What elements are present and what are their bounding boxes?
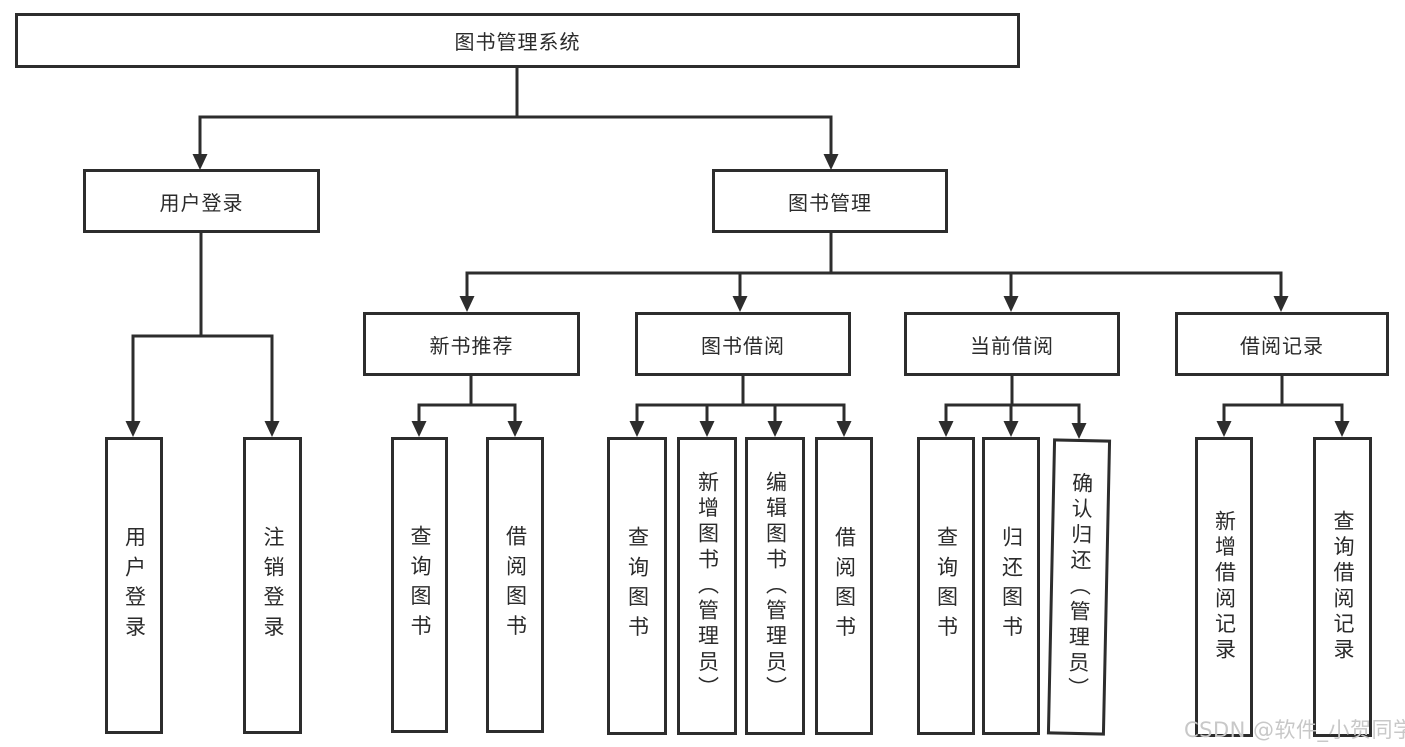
leaf-current-query-books: 查询图书 (917, 437, 975, 735)
node-current-borrow: 当前借阅 (904, 312, 1120, 376)
wire-new-book-recommend (417, 375, 517, 422)
wire-borrow-records (1222, 375, 1344, 422)
arrowhead (823, 154, 839, 170)
arrowhead (125, 421, 141, 437)
arrowhead (192, 154, 208, 170)
arrowhead (1334, 421, 1350, 437)
leaf-recommend-query-books: 查询图书 (391, 437, 448, 733)
arrowhead (836, 421, 852, 437)
leaf-current-return-books: 归还图书 (982, 437, 1040, 735)
arrowhead (507, 421, 523, 437)
leaf-record-add-borrow-record: 新增借阅记录 (1195, 437, 1253, 737)
csdn-watermark: CSDN @软件_小贺同学 (1184, 718, 1405, 742)
connector-wires (131, 68, 1344, 424)
node-book-management: 图书管理 (712, 169, 948, 233)
leaf-borrow-edit-books-admin: 编辑图书（管理员） (745, 437, 805, 735)
leaf-borrow-borrow-books: 借阅图书 (815, 437, 873, 735)
arrowhead (1273, 296, 1289, 312)
arrowhead (938, 421, 954, 437)
arrowhead (699, 421, 715, 437)
wire-user-login (131, 232, 274, 422)
arrowhead (1003, 421, 1019, 437)
arrowhead (411, 421, 427, 437)
arrowhead (1071, 423, 1087, 439)
leaf-user-login: 用户登录 (105, 437, 163, 734)
leaf-record-query-borrow-record: 查询借阅记录 (1313, 437, 1372, 737)
node-user-login: 用户登录 (83, 169, 320, 233)
arrowhead (629, 421, 645, 437)
wire-book-borrow (635, 375, 846, 422)
arrowhead (767, 421, 783, 437)
node-book-borrow: 图书借阅 (635, 312, 851, 376)
arrowhead (264, 421, 280, 437)
arrowhead (1216, 421, 1232, 437)
node-borrow-records: 借阅记录 (1175, 312, 1389, 376)
arrowhead (732, 296, 748, 312)
leaf-current-confirm-return-admin: 确认归还（管理员） (1046, 438, 1112, 736)
wire-current-borrow (944, 375, 1081, 424)
arrowheads (125, 154, 1350, 439)
leaf-logout-login: 注销登录 (243, 437, 302, 734)
node-system-root: 图书管理系统 (15, 13, 1020, 68)
wire-root (198, 68, 833, 155)
leaf-borrow-query-books: 查询图书 (607, 437, 667, 735)
node-new-book-recommend: 新书推荐 (363, 312, 580, 376)
leaf-recommend-borrow-books: 借阅图书 (486, 437, 544, 733)
arrowhead (1003, 296, 1019, 312)
arrowhead (459, 296, 475, 312)
leaf-borrow-add-books-admin: 新增图书（管理员） (677, 437, 737, 735)
wire-book-management (465, 232, 1283, 297)
